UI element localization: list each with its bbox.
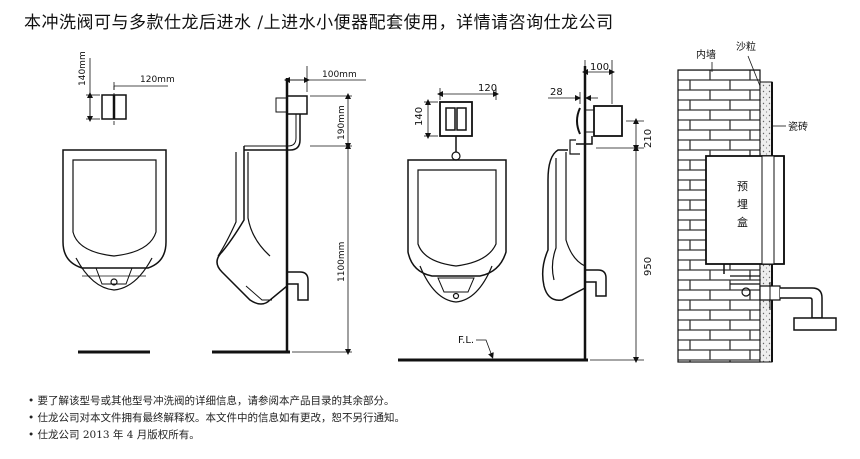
dim-rear-top: 140mm	[78, 51, 88, 86]
dim-top-top: 140	[414, 107, 425, 126]
dim-rear-width: 120mm	[140, 75, 175, 85]
floor-label: F.L.	[458, 335, 474, 346]
note-interpretation: • 仕龙公司对本文件拥有最终解释权。本文件中的信息如有更改，恕不另行通知。	[28, 412, 406, 424]
dim-top-side-top: 100	[590, 62, 609, 73]
urinal-body	[62, 149, 167, 269]
dim-top-side-offset: 28	[550, 87, 563, 98]
dim-top-side-height: 950	[643, 257, 654, 276]
dim-rear-side-top: 100mm	[322, 70, 357, 80]
label-box-1: 预	[737, 180, 748, 193]
dim-top-side-drop: 210	[643, 129, 654, 148]
label-inner-wall: 内墙	[696, 48, 716, 61]
flush-valve-top	[593, 105, 623, 137]
dim-top-width: 120	[478, 83, 497, 94]
page-title: 本冲洗阀可与多款仕龙后进水 /上进水小便器配套使用，详情请咨询仕龙公司	[24, 13, 614, 33]
dim-rear-side-drop: 190mm	[337, 105, 347, 140]
note-detail-info: • 要了解该型号或其他型号冲洗阀的详细信息，请参阅本产品目录的其余部分。	[28, 395, 395, 407]
label-tile: 瓷砖	[788, 120, 808, 133]
top-inlet-front-view	[398, 88, 588, 362]
footnotes: • 要了解该型号或其他型号冲洗阀的详细信息，请参阅本产品目录的其余部分。 • 仕…	[28, 393, 405, 444]
dim-rear-side-height: 1100mm	[337, 242, 347, 282]
label-box-2: 埋	[737, 198, 748, 211]
top-inlet-side-view	[541, 60, 644, 363]
flush-valve	[286, 95, 308, 115]
label-sand: 沙粒	[736, 40, 756, 53]
note-copyright: • 仕龙公司 2013 年 4 月版权所有。	[28, 429, 200, 441]
urinal-body-top	[407, 159, 507, 277]
label-box-3: 盒	[737, 215, 748, 229]
wall-section-view	[677, 55, 837, 363]
rear-inlet-side-view	[212, 66, 366, 355]
flush-plate-top	[439, 101, 473, 137]
rear-inlet-front-view	[62, 58, 168, 354]
